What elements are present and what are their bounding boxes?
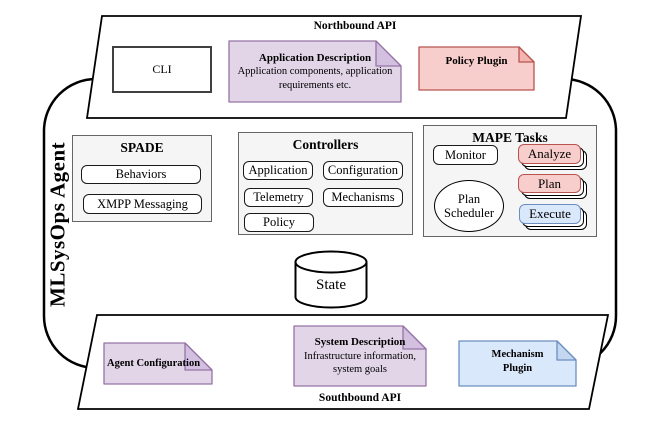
policy-plugin-note: Policy Plugin xyxy=(418,46,535,91)
state-cylinder xyxy=(294,250,368,309)
cli-box: CLI xyxy=(112,46,212,93)
plan-scheduler-ellipse: Plan Scheduler xyxy=(434,180,504,232)
controller-configuration-box: Configuration xyxy=(323,161,403,180)
note-shape xyxy=(103,342,213,385)
agent-title: MLSysOps Agent xyxy=(45,141,70,307)
mape-tasks-group: MAPE Tasks Monitor Analyze Plan Execute … xyxy=(423,125,597,237)
controller-mechanisms-box: Mechanisms xyxy=(323,188,403,207)
mechanism-plugin-label: Mechanism Plugin xyxy=(491,348,544,374)
system-description-body: Infrastructure information, system goals xyxy=(304,350,416,376)
note-shape xyxy=(458,340,577,387)
system-description-title: System Description xyxy=(314,336,406,349)
state-label: State xyxy=(316,277,346,293)
northbound-api-caption: Northbound API xyxy=(313,20,397,32)
spade-behaviors-box: Behaviors xyxy=(81,165,201,184)
note-shape xyxy=(228,40,402,103)
mape-analyze-box: Analyze xyxy=(518,144,581,164)
controller-policy-box: Policy xyxy=(244,213,314,232)
note-shape xyxy=(293,325,427,387)
agent-configuration-note: Agent Configuration xyxy=(103,342,213,385)
system-description-note: System Description Infrastructure inform… xyxy=(293,325,427,387)
southbound-api-caption: Southbound API xyxy=(318,392,402,404)
application-description-title: Application Description xyxy=(258,51,372,64)
controller-application-box: Application xyxy=(243,161,313,180)
cli-label: CLI xyxy=(152,62,172,76)
agent-configuration-label: Agent Configuration xyxy=(107,357,201,369)
spade-group: SPADE Behaviors XMPP Messaging xyxy=(72,135,212,222)
note-shape xyxy=(418,46,535,91)
controller-telemetry-box: Telemetry xyxy=(244,188,313,207)
mape-plan-stack: Plan xyxy=(518,174,588,200)
policy-plugin-label: Policy Plugin xyxy=(445,55,508,67)
application-description-note: Application Description Application comp… xyxy=(228,40,402,103)
mape-execute-box: Execute xyxy=(519,204,581,224)
spade-title: SPADE xyxy=(120,140,164,155)
mape-execute-stack: Execute xyxy=(519,204,588,231)
mechanism-plugin-note: Mechanism Plugin xyxy=(458,340,577,387)
mape-tasks-title: MAPE Tasks xyxy=(472,130,548,145)
mape-analyze-stack: Analyze xyxy=(518,144,588,171)
controllers-group: Controllers Application Configuration Te… xyxy=(238,132,413,235)
spade-xmpp-messaging-box: XMPP Messaging xyxy=(83,194,202,214)
application-description-body: Application components, application requ… xyxy=(237,66,393,91)
controllers-title: Controllers xyxy=(292,137,359,152)
mape-plan-box: Plan xyxy=(518,174,581,193)
mape-monitor-box: Monitor xyxy=(433,145,498,165)
